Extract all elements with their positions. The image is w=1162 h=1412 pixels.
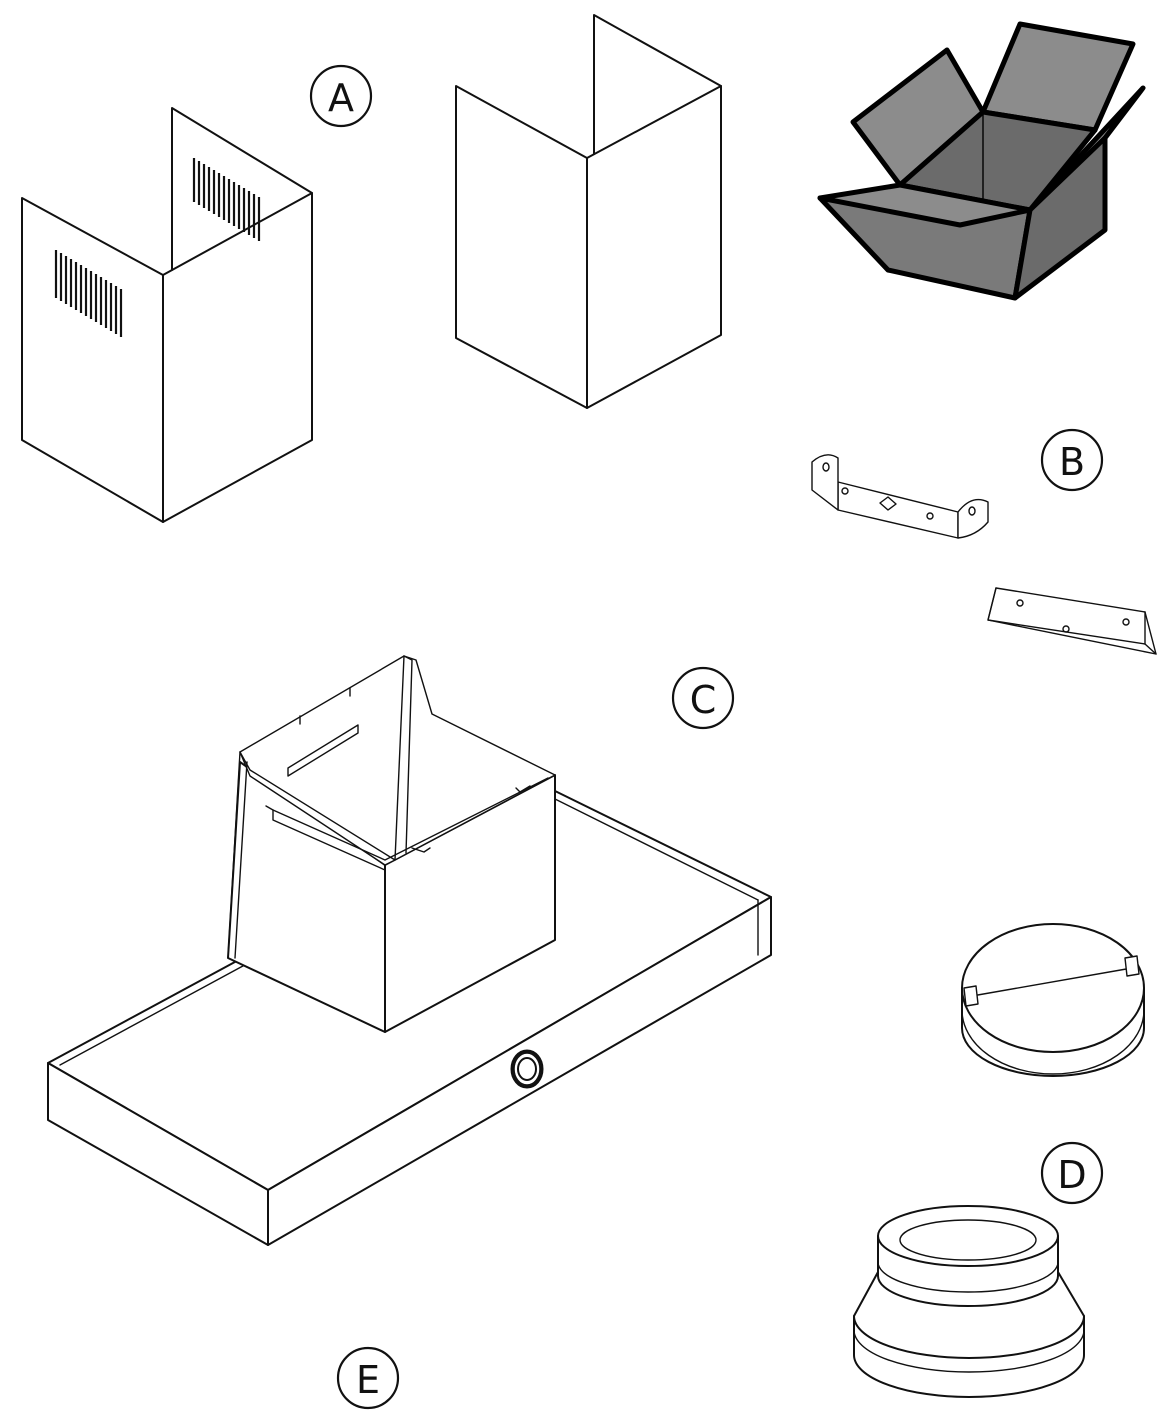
chimney-cover-vented: [21, 107, 313, 523]
vent-slots-back: [192, 158, 261, 241]
label-b: B: [1040, 428, 1104, 492]
svg-text:B: B: [1059, 440, 1085, 484]
label-d: D: [1040, 1141, 1104, 1205]
label-e: E: [336, 1346, 400, 1410]
svg-text:A: A: [328, 76, 354, 120]
backdraft-damper: [961, 923, 1145, 1077]
range-hood: [47, 655, 772, 1246]
svg-text:C: C: [690, 678, 717, 722]
control-knob: [510, 1049, 544, 1089]
duct-reducer: [853, 1205, 1085, 1398]
mounting-bracket-lower: [987, 587, 1157, 655]
label-a: A: [309, 64, 373, 128]
svg-text:D: D: [1057, 1153, 1086, 1197]
packing-box: [817, 21, 1146, 301]
svg-text:E: E: [356, 1358, 380, 1402]
mounting-bracket-upper: [811, 454, 989, 539]
label-c: C: [671, 666, 735, 730]
chimney-cover-plain: [455, 14, 722, 409]
vent-slots-left: [54, 250, 123, 337]
